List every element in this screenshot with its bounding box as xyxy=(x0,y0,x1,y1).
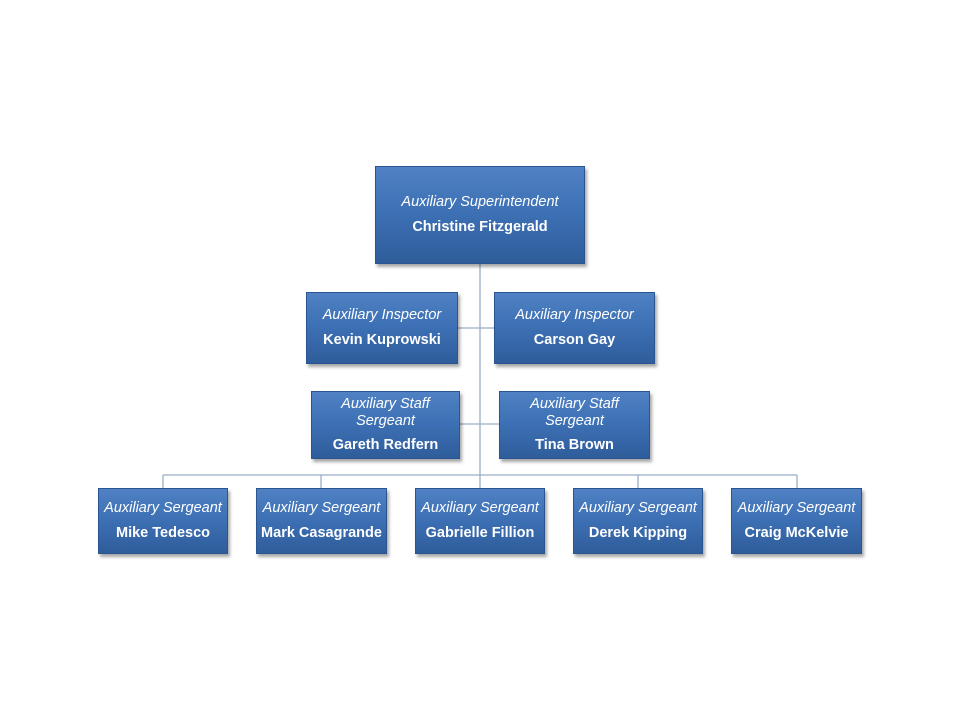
staff-sergeant-box-1: Auxiliary Staff Sergeant Gareth Redfern xyxy=(311,391,460,459)
person-name: Mark Casagrande xyxy=(261,525,382,541)
sergeant-box-1: Auxiliary Sergeant Mike Tedesco xyxy=(98,488,228,554)
person-name: Gabrielle Fillion xyxy=(425,525,535,541)
inspector-box-1: Auxiliary Inspector Kevin Kuprowski xyxy=(306,292,458,364)
person-name: Craig McKelvie xyxy=(744,525,849,541)
sergeant-box-3: Auxiliary Sergeant Gabrielle Fillion xyxy=(415,488,545,554)
staff-sergeant-box-2: Auxiliary Staff Sergeant Tina Brown xyxy=(499,391,650,459)
person-name: Mike Tedesco xyxy=(115,525,211,541)
sergeant-box-2: Auxiliary Sergeant Mark Casagrande xyxy=(256,488,387,554)
person-name: Christine Fitzgerald xyxy=(412,219,548,235)
position-title: Auxiliary Inspector xyxy=(515,307,634,324)
person-name: Tina Brown xyxy=(535,436,614,453)
person-name: Derek Kipping xyxy=(588,525,688,541)
position-title: Auxiliary Sergeant xyxy=(579,500,697,517)
person-name: Gareth Redfern xyxy=(332,436,439,453)
position-title: Auxiliary Superintendent xyxy=(401,194,559,211)
position-title: Auxiliary Sergeant xyxy=(262,500,381,517)
position-title: Auxiliary Sergeant xyxy=(104,500,222,517)
position-title: Auxiliary Staff Sergeant xyxy=(530,396,619,430)
position-title: Auxiliary Staff Sergeant xyxy=(341,396,430,430)
superintendent-box: Auxiliary Superintendent Christine Fitzg… xyxy=(375,166,585,264)
person-name: Carson Gay xyxy=(533,332,616,348)
position-title: Auxiliary Inspector xyxy=(322,307,442,324)
inspector-box-2: Auxiliary Inspector Carson Gay xyxy=(494,292,655,364)
person-name: Kevin Kuprowski xyxy=(323,332,441,348)
position-title: Auxiliary Sergeant xyxy=(421,500,539,517)
position-title: Auxiliary Sergeant xyxy=(737,500,856,517)
sergeant-box-5: Auxiliary Sergeant Craig McKelvie xyxy=(731,488,862,554)
sergeant-box-4: Auxiliary Sergeant Derek Kipping xyxy=(573,488,703,554)
